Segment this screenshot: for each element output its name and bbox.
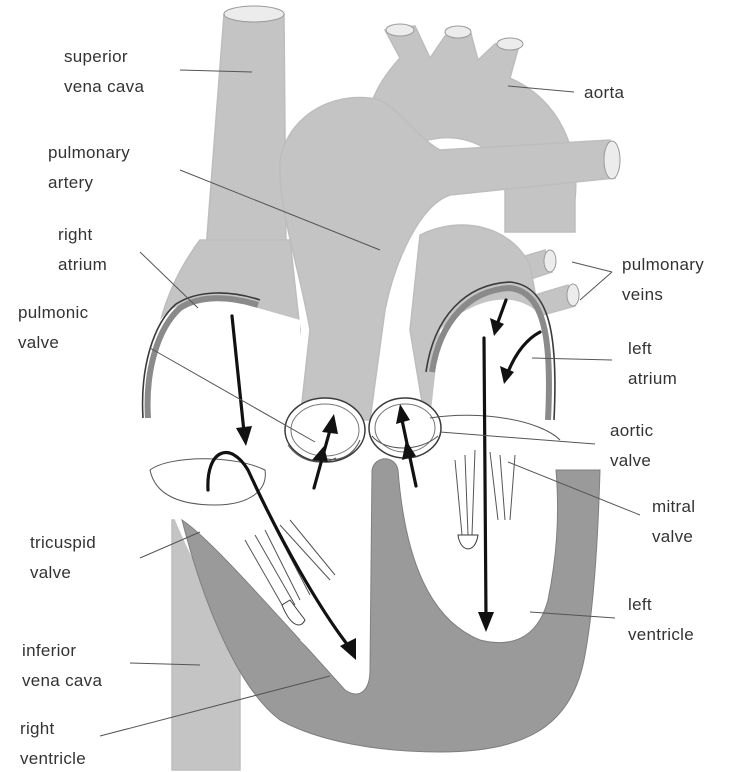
- pulmonary-vein-upper-opening: [544, 250, 556, 272]
- pulmonary-artery-branch-opening: [604, 141, 620, 179]
- arrow-left-ventricle-down: [484, 338, 486, 618]
- label-right-ventricle: right ventricle: [20, 719, 86, 768]
- label-left-ventricle: left ventricle: [628, 595, 694, 644]
- label-mitral-valve: mitral valve: [652, 497, 700, 546]
- aorta-branch-1: [386, 24, 414, 36]
- aorta-branch-2: [445, 26, 471, 38]
- label-pulmonary-veins: pulmonary veins: [622, 255, 709, 304]
- label-inferior-vena-cava: inferior vena cava: [22, 641, 102, 690]
- label-aortic-valve: aortic valve: [610, 421, 658, 470]
- label-tricuspid-valve: tricuspid valve: [30, 533, 101, 582]
- label-pulmonary-artery: pulmonary artery: [48, 143, 135, 192]
- aorta-branch-3: [497, 38, 523, 50]
- label-aorta: aorta: [584, 83, 624, 102]
- label-pulmonic-valve: pulmonic valve: [18, 303, 93, 352]
- label-left-atrium: left atrium: [628, 339, 677, 388]
- superior-vena-cava-opening: [224, 6, 284, 22]
- pulmonary-vein-lower-opening: [567, 284, 579, 306]
- label-superior-vena-cava: superior vena cava: [64, 47, 144, 96]
- leader-pulmonary-veins-1: [572, 262, 612, 272]
- label-right-atrium: right atrium: [58, 225, 107, 274]
- leader-pulmonary-veins-2: [580, 272, 612, 300]
